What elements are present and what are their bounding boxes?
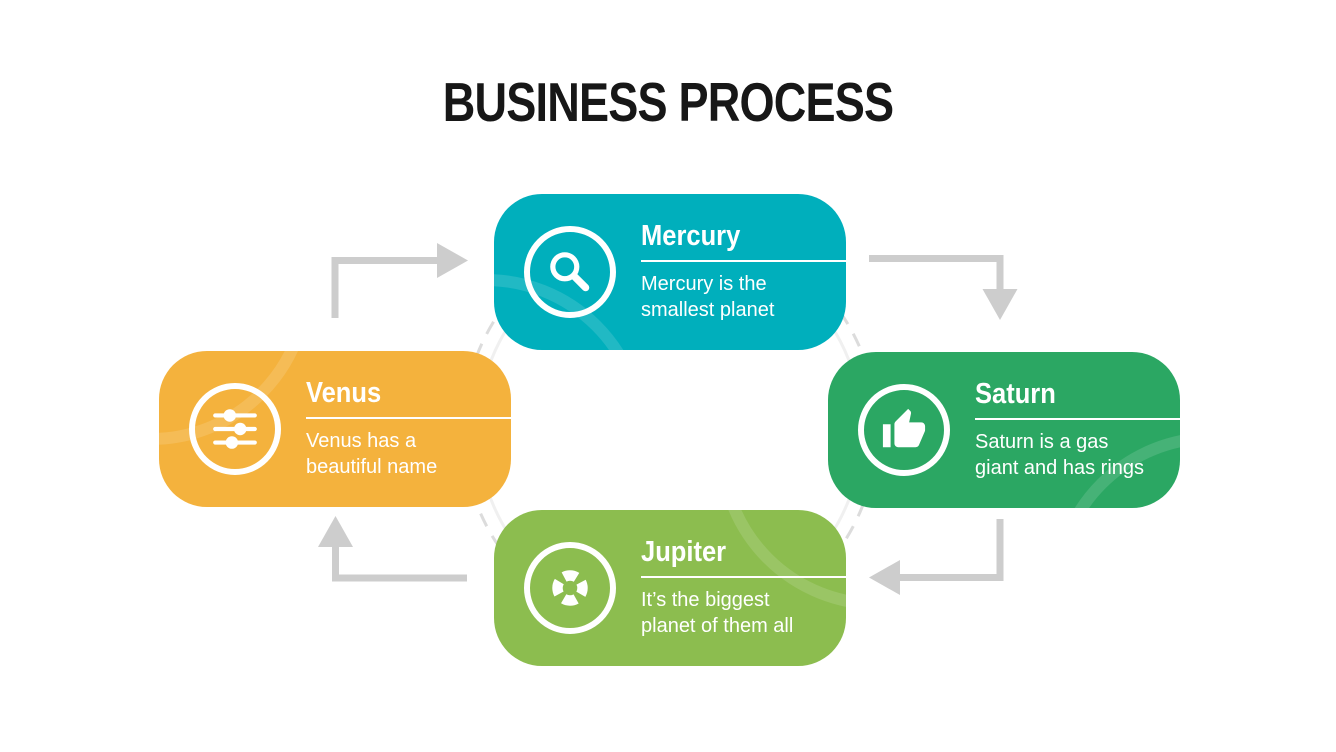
card-venus-description: Venus has a beautiful name (306, 430, 438, 478)
magnifier-icon (524, 226, 616, 318)
arrow-venus-to-mercury (331, 243, 468, 318)
card-jupiter: Jupiter It’s the biggest planet of them … (494, 510, 846, 666)
card-mercury-title: Mercury (641, 220, 741, 252)
arrow-saturn-to-jupiter (869, 519, 1004, 595)
card-title-underline: Jupiter (641, 537, 846, 578)
card-title-underline: Saturn (975, 379, 1180, 420)
arrow-mercury-to-saturn (869, 255, 1018, 320)
sliders-icon (189, 383, 281, 475)
card-saturn: Saturn Saturn is a gas giant and has rin… (828, 352, 1180, 508)
card-venus: Venus Venus has a beautiful name (159, 351, 511, 507)
arrow-jupiter-to-venus (318, 516, 467, 582)
thumbs-up-icon (858, 384, 950, 476)
card-saturn-description: Saturn is a gas giant and has rings (975, 431, 1145, 479)
card-mercury-description: Mercury is the smallest planet (641, 273, 775, 321)
slide-title: BUSINESS PROCESS (442, 71, 894, 133)
card-jupiter-description: It’s the biggest planet of them all (641, 589, 794, 637)
card-venus-title: Venus (306, 377, 382, 409)
card-title-underline: Mercury (641, 221, 846, 262)
card-title-underline: Venus (306, 378, 511, 419)
card-jupiter-title: Jupiter (641, 536, 727, 568)
card-mercury: Mercury Mercury is the smallest planet (494, 194, 846, 350)
life-buoy-icon (524, 542, 616, 634)
card-saturn-title: Saturn (975, 378, 1056, 410)
